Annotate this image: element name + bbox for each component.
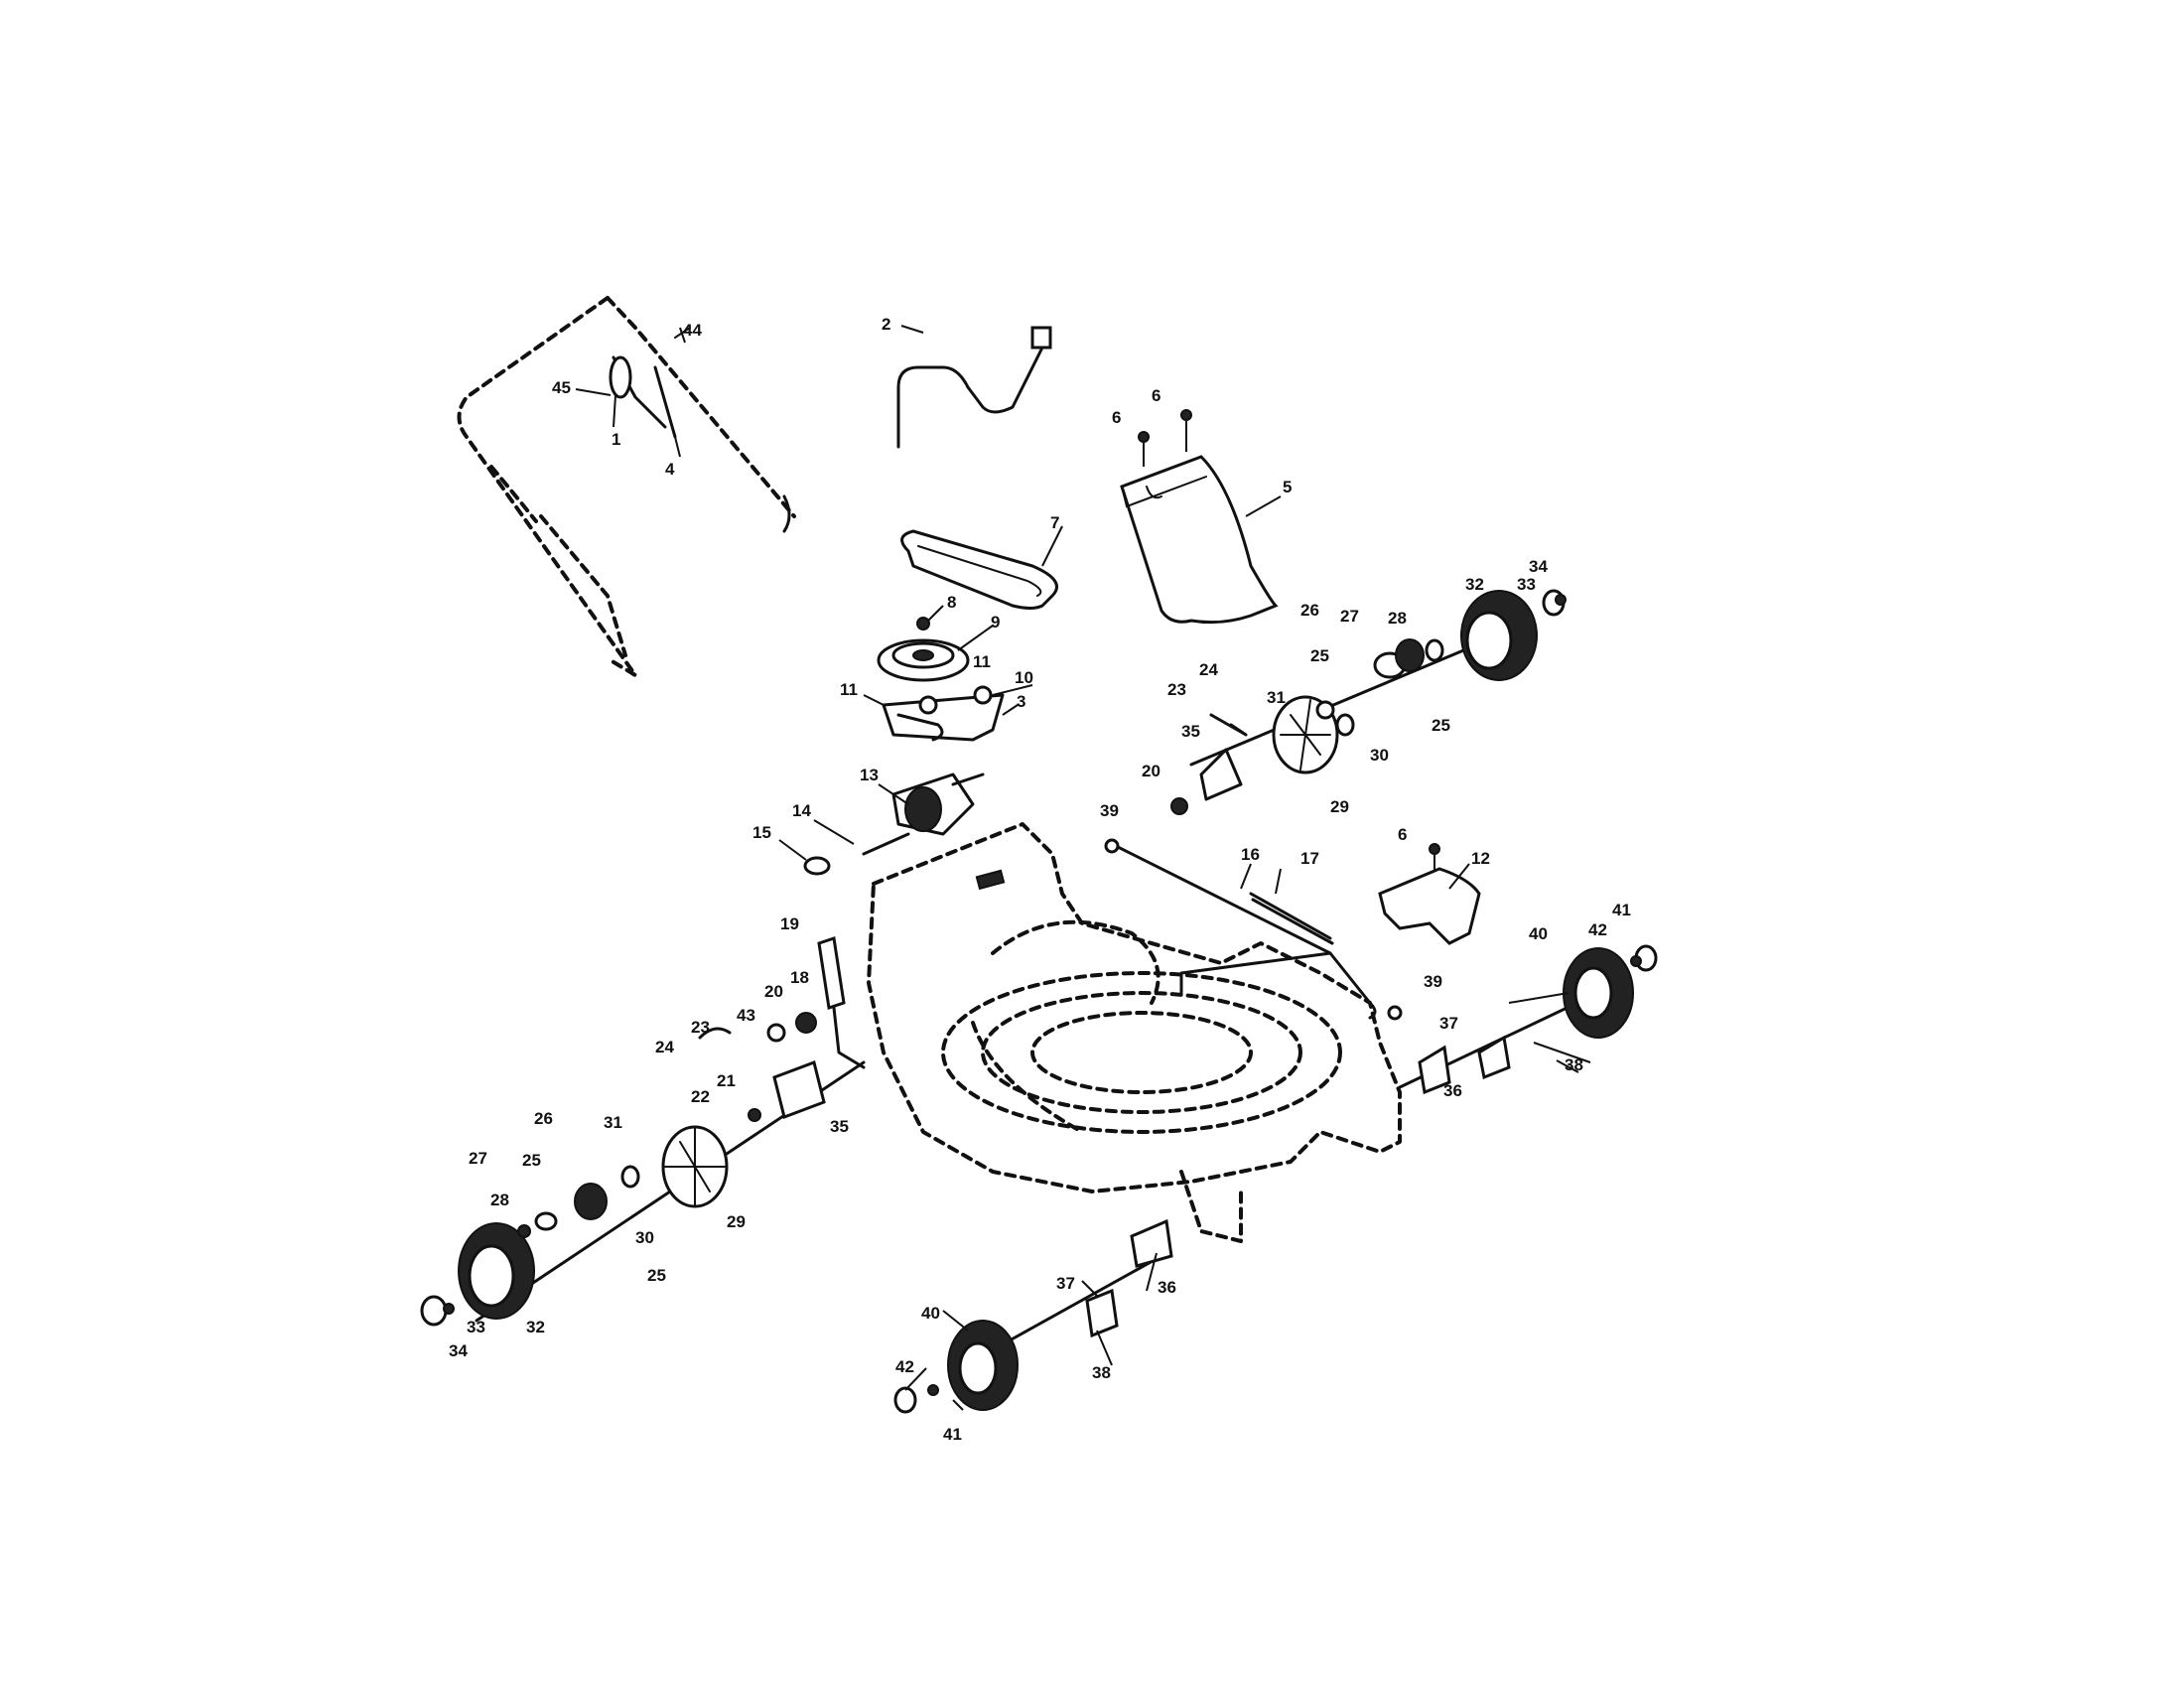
callout-26: 26 [534, 1109, 553, 1128]
callout-4: 4 [665, 460, 675, 479]
callout-25: 25 [1432, 716, 1450, 735]
transmission-assembly [803, 617, 1005, 876]
callout-6: 6 [1398, 825, 1407, 844]
rear-chute-5 [1120, 409, 1279, 625]
callout-18: 18 [790, 968, 809, 987]
callout-41: 41 [1612, 901, 1631, 919]
callout-20: 20 [764, 982, 783, 1001]
callout-5: 5 [1283, 478, 1292, 496]
callout-30: 30 [1370, 746, 1389, 765]
callout-22: 22 [691, 1087, 710, 1106]
callout-24: 24 [1199, 660, 1218, 679]
callout-32: 32 [526, 1318, 545, 1336]
callout-15: 15 [752, 823, 771, 842]
mower-deck [867, 822, 1402, 1243]
callout-33: 33 [1517, 575, 1536, 594]
callout-16: 16 [1241, 845, 1260, 864]
right-rear-wheel-assembly [1170, 589, 1567, 815]
left-rear-wheel-assembly [420, 1023, 866, 1327]
callout-34: 34 [1529, 557, 1548, 576]
callout-38: 38 [1565, 1055, 1583, 1074]
callout-28: 28 [1388, 609, 1407, 628]
callout-23: 23 [1167, 680, 1186, 699]
handle-assembly [457, 296, 796, 677]
bracket-12 [1378, 843, 1481, 945]
right-front-wheel-assembly [1387, 944, 1658, 1095]
callout-29: 29 [1330, 797, 1349, 816]
callout-10: 10 [1015, 668, 1033, 687]
callout-40: 40 [921, 1304, 940, 1323]
drive-belt-7 [900, 529, 1058, 610]
callout-14: 14 [792, 801, 811, 820]
callout-39: 39 [1424, 972, 1442, 991]
callout-42: 42 [1588, 920, 1607, 939]
callout-11: 11 [973, 652, 991, 671]
callout-35: 35 [1181, 722, 1200, 741]
callout-20: 20 [1142, 762, 1160, 780]
leader-lines [575, 325, 1591, 1411]
callout-40: 40 [1529, 924, 1548, 943]
callout-27: 27 [1340, 607, 1359, 626]
callout-34: 34 [449, 1341, 468, 1360]
callout-35: 35 [830, 1117, 849, 1136]
callout-6: 6 [1152, 386, 1160, 405]
callout-11: 11 [840, 680, 858, 699]
height-lever-19 [698, 936, 866, 1069]
callout-13: 13 [860, 766, 879, 784]
callout-25: 25 [647, 1266, 666, 1285]
callout-37: 37 [1056, 1274, 1075, 1293]
callout-28: 28 [490, 1191, 509, 1209]
callout-26: 26 [1300, 601, 1319, 620]
callout-36: 36 [1158, 1278, 1176, 1297]
callout-33: 33 [467, 1318, 485, 1336]
callout-42: 42 [895, 1357, 914, 1376]
callout-17: 17 [1300, 849, 1319, 868]
callout-21: 21 [717, 1071, 736, 1090]
callout-3: 3 [1017, 692, 1025, 711]
callouts: 1 2 3 4 5 6 6 6 7 8 9 10 11 11 12 13 14 … [449, 315, 1631, 1444]
callout-39: 39 [1100, 801, 1119, 820]
control-rod-2 [896, 326, 1052, 449]
callout-41: 41 [943, 1425, 962, 1444]
callout-37: 37 [1439, 1014, 1458, 1033]
callout-45: 45 [552, 378, 571, 397]
callout-1: 1 [612, 430, 620, 449]
callout-25: 25 [1310, 646, 1329, 665]
callout-29: 29 [727, 1212, 746, 1231]
callout-19: 19 [780, 914, 799, 933]
callout-7: 7 [1050, 513, 1059, 532]
left-front-wheel-assembly [893, 1218, 1173, 1414]
callout-32: 32 [1465, 575, 1484, 594]
callout-36: 36 [1443, 1081, 1462, 1100]
callout-43: 43 [737, 1006, 755, 1025]
callout-27: 27 [469, 1149, 487, 1168]
callout-31: 31 [604, 1113, 622, 1132]
callout-2: 2 [882, 315, 890, 334]
callout-44: 44 [683, 321, 702, 340]
callout-30: 30 [635, 1228, 654, 1247]
callout-25: 25 [522, 1151, 541, 1170]
callout-23: 23 [691, 1018, 710, 1037]
callout-38: 38 [1092, 1363, 1111, 1382]
callout-12: 12 [1471, 849, 1490, 868]
height-rod-16 [1104, 838, 1377, 1020]
callout-9: 9 [991, 613, 1000, 632]
callout-24: 24 [655, 1038, 674, 1056]
callout-31: 31 [1267, 688, 1286, 707]
callout-8: 8 [947, 593, 956, 612]
callout-6: 6 [1112, 408, 1121, 427]
